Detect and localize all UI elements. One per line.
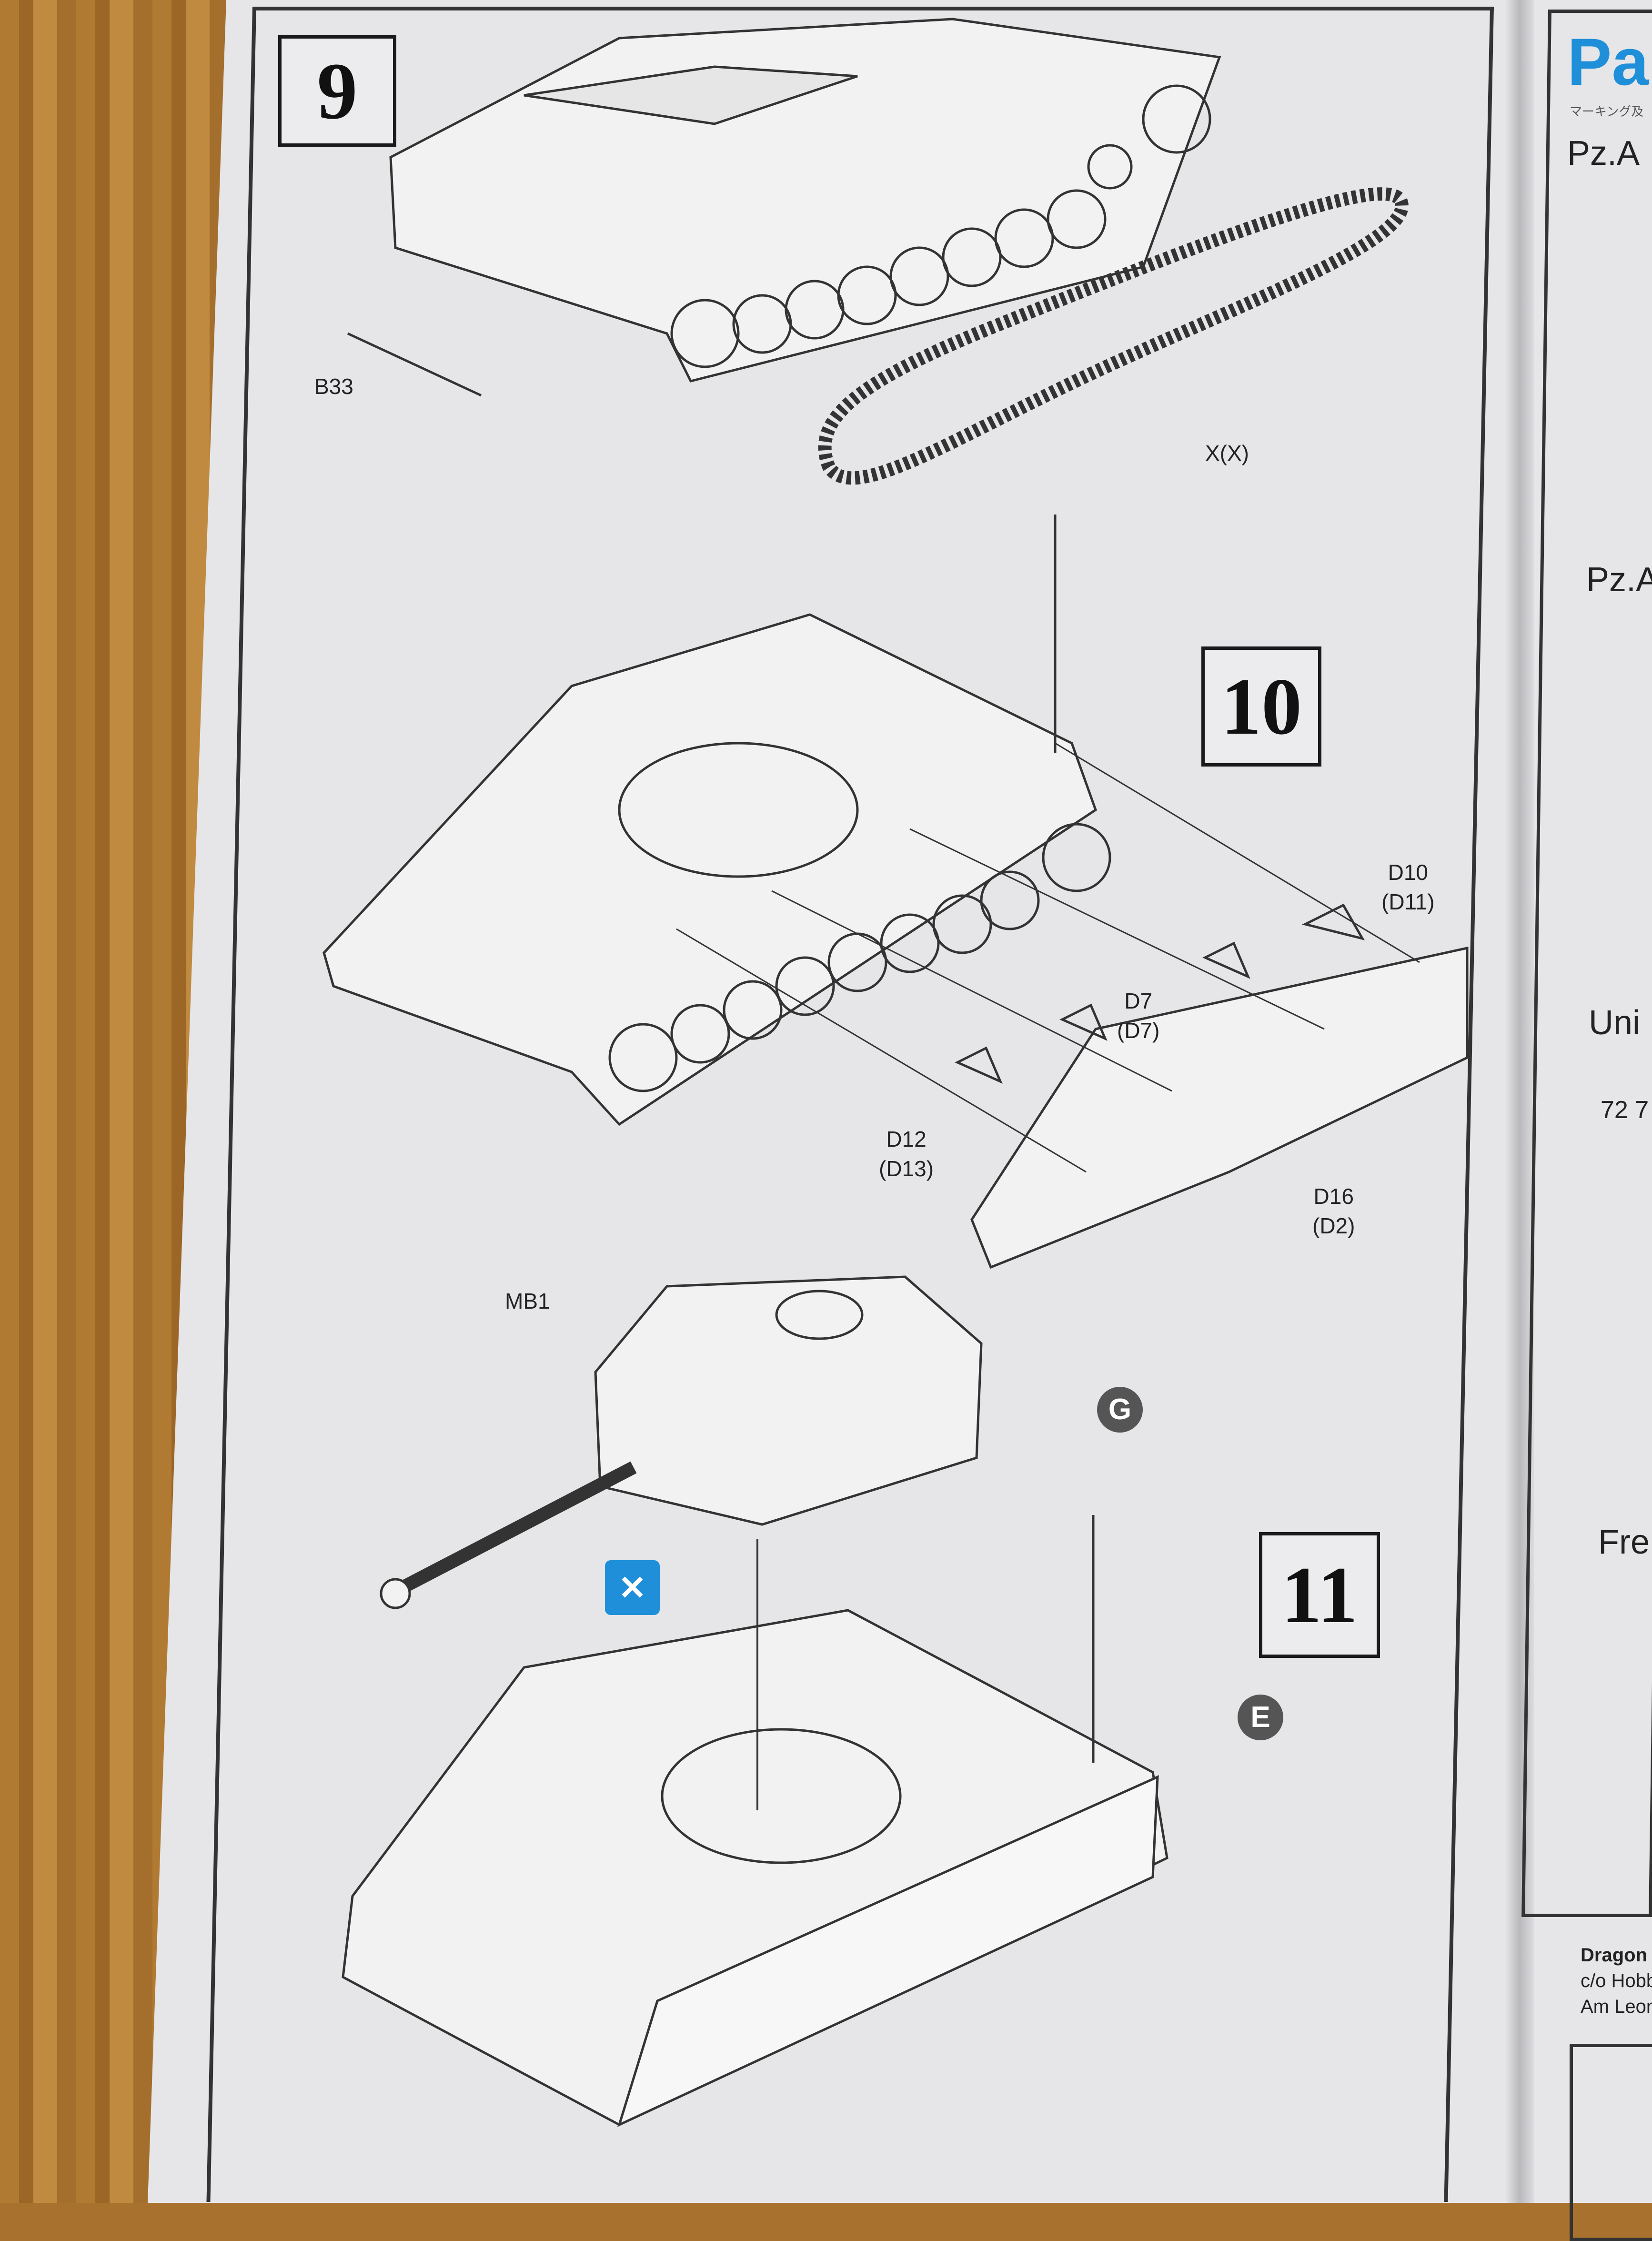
section-heading-4: Fre <box>1598 1523 1650 1561</box>
section-heading-2: Pz.A <box>1586 561 1652 599</box>
step10-skirt-drawing <box>970 946 1469 1269</box>
step-number-9: 9 <box>278 35 396 147</box>
part-number-alt: (D13) <box>879 1156 934 1181</box>
step-number-10: 10 <box>1201 646 1321 767</box>
step11-turret-drawing <box>380 1275 983 1609</box>
part-number-alt: (D11) <box>1381 889 1435 914</box>
paint-codes: 72 7 <box>1601 1096 1649 1124</box>
step10-hull-drawing <box>322 515 1111 1126</box>
part-number-alt: (D2) <box>1312 1213 1355 1238</box>
step9-part-b33 <box>347 332 482 397</box>
footer-company: Dragon <box>1581 1945 1647 1966</box>
no-glue-icon: ✕ <box>605 1560 660 1615</box>
part-label-d10: D10 (D11) <box>1381 858 1435 917</box>
footer-address-2: Am Leon <box>1581 1996 1652 2017</box>
step11-hull-drawing <box>342 1515 1168 2127</box>
part-label-d12: D12 (D13) <box>879 1124 934 1183</box>
part-number-alt: (D7) <box>1117 1018 1160 1043</box>
part-number: D12 <box>886 1127 927 1151</box>
part-number: D10 <box>1388 860 1428 885</box>
part-label-d16: D16 (D2) <box>1312 1181 1355 1241</box>
right-page-subtitle: マーキング及 <box>1570 104 1644 119</box>
subassembly-marker-e: E <box>1238 1695 1283 1740</box>
part-label-b33: B33 <box>314 374 353 399</box>
part-label-d7: D7 (D7) <box>1117 986 1159 1045</box>
subassembly-marker-g: G <box>1097 1387 1143 1433</box>
section-heading-3: Uni <box>1589 1004 1641 1042</box>
section-heading-1: Pz.A <box>1567 134 1640 172</box>
part-label-track: X(X) <box>1205 441 1249 465</box>
footer-address-1: c/o Hobb <box>1581 1970 1652 1991</box>
part-number: D7 <box>1124 989 1153 1013</box>
part-label-mb1: MB1 <box>505 1289 550 1313</box>
step9-hull-drawing <box>389 18 1221 383</box>
part-number: D16 <box>1313 1184 1354 1209</box>
page-fold <box>1505 0 1534 2203</box>
right-page-title: Pa <box>1567 24 1649 99</box>
step9-track-drawing <box>818 187 1409 485</box>
step-number-11: 11 <box>1259 1532 1380 1658</box>
